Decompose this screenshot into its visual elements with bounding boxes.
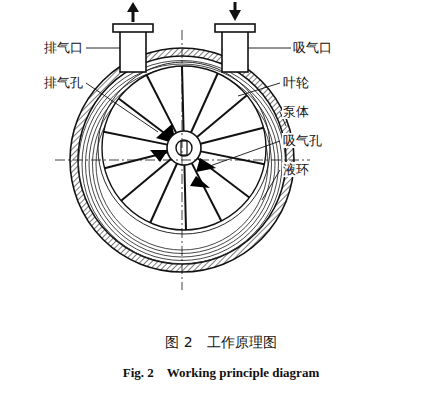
blade (200, 128, 263, 144)
blade (121, 159, 171, 201)
part-label: 吸气孔 (282, 133, 323, 148)
impeller-blades (104, 66, 265, 230)
blade (197, 95, 247, 137)
part-label: 排气孔 (43, 75, 84, 90)
blade (184, 165, 186, 230)
part-label: 排气口 (43, 40, 84, 55)
leader-line (86, 48, 291, 200)
caption-english: Fig. 2 Working principle diagram (0, 364, 442, 382)
exhaust-pipe (120, 28, 146, 72)
part-label: 泵体 (282, 104, 310, 119)
center-line (55, 160, 310, 161)
center-line (182, 30, 183, 290)
part-label: 叶轮 (282, 75, 310, 90)
part-label: 液环 (282, 162, 310, 177)
impeller-outline (102, 66, 266, 230)
suction-port (190, 176, 210, 188)
figure-caption: 图 2 工作原理图 (0, 334, 442, 352)
intake-pipe (222, 28, 248, 72)
part-label: 吸气口 (292, 40, 333, 55)
